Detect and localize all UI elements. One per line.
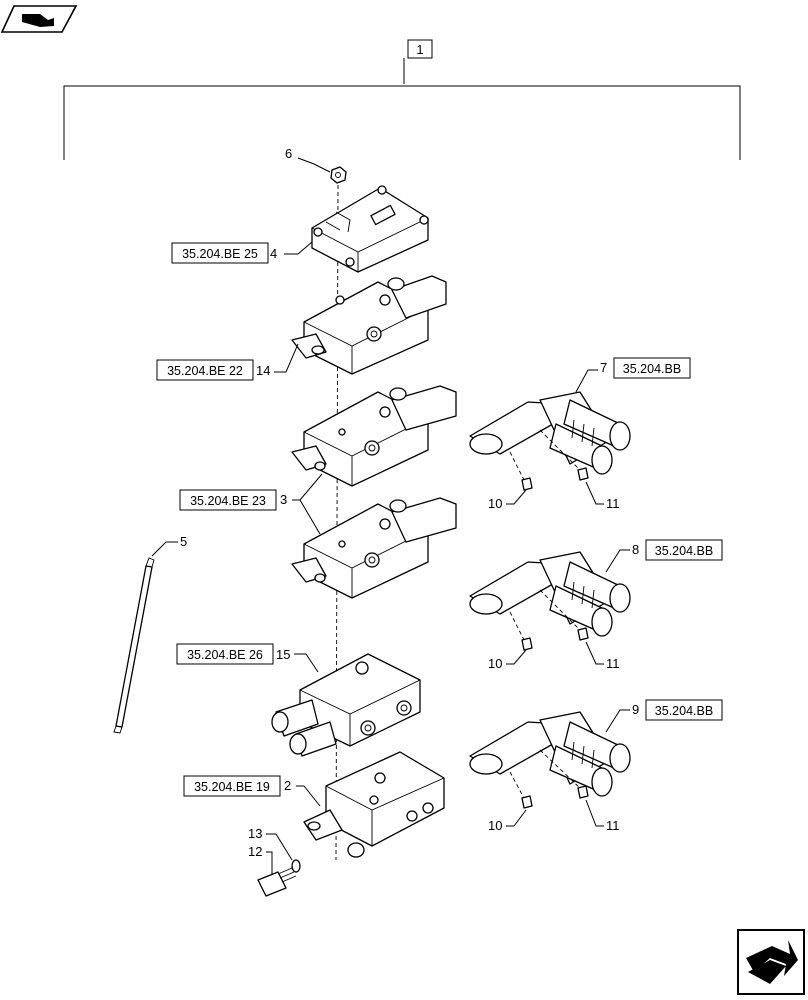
svg-text:7: 7 bbox=[600, 360, 607, 375]
callout-screws-8[interactable]: 10 11 bbox=[488, 641, 620, 671]
callout-screws-7[interactable]: 10 11 bbox=[488, 481, 620, 511]
svg-text:5: 5 bbox=[180, 534, 187, 549]
svg-text:10: 10 bbox=[488, 656, 502, 671]
coupler-assembly-9 bbox=[469, 711, 631, 797]
svg-text:14: 14 bbox=[256, 363, 270, 378]
next-page-icon[interactable] bbox=[737, 929, 805, 995]
assembly-axis bbox=[335, 184, 339, 861]
valve-section-15 bbox=[271, 653, 421, 757]
callout-9[interactable]: 9 35.204.BB bbox=[605, 699, 723, 733]
end-cover-part bbox=[311, 185, 429, 273]
callout-12[interactable]: 12 bbox=[248, 844, 273, 874]
svg-text:13: 13 bbox=[248, 826, 262, 841]
svg-text:11: 11 bbox=[606, 656, 620, 671]
valve-section-3b bbox=[291, 497, 457, 599]
screws-group-8 bbox=[509, 589, 589, 651]
svg-text:35.204.BE 19: 35.204.BE 19 bbox=[194, 780, 270, 794]
svg-text:3: 3 bbox=[280, 492, 287, 507]
svg-text:15: 15 bbox=[276, 647, 290, 662]
callout-4[interactable]: 35.204.BE 25 4 bbox=[171, 241, 313, 264]
svg-text:35.204.BE 23: 35.204.BE 23 bbox=[190, 494, 266, 508]
svg-text:8: 8 bbox=[632, 542, 639, 557]
svg-text:2: 2 bbox=[284, 778, 291, 793]
nut-part bbox=[330, 166, 347, 184]
o-ring-part bbox=[291, 859, 301, 873]
coupler-assembly-7 bbox=[469, 391, 631, 475]
tie-rod-part bbox=[113, 557, 155, 734]
svg-text:35.204.BE 25: 35.204.BE 25 bbox=[182, 247, 258, 261]
svg-text:35.204.BE 22: 35.204.BE 22 bbox=[167, 364, 243, 378]
svg-text:4: 4 bbox=[270, 246, 277, 261]
callout-2[interactable]: 35.204.BE 19 2 bbox=[183, 775, 321, 807]
svg-text:10: 10 bbox=[488, 818, 502, 833]
svg-text:35.204.BB: 35.204.BB bbox=[655, 544, 713, 558]
callout-6[interactable]: 6 bbox=[285, 146, 331, 173]
callout-screws-9[interactable]: 10 11 bbox=[488, 799, 620, 833]
svg-text:9: 9 bbox=[632, 702, 639, 717]
callout-14[interactable]: 35.204.BE 22 14 bbox=[156, 343, 299, 381]
svg-text:12: 12 bbox=[248, 844, 262, 859]
svg-text:35.204.BB: 35.204.BB bbox=[623, 362, 681, 376]
plug-part bbox=[257, 867, 297, 897]
callout-8[interactable]: 8 35.204.BB bbox=[605, 539, 723, 573]
callout-7[interactable]: 7 35.204.BB bbox=[575, 357, 691, 393]
valve-section-3a bbox=[291, 385, 457, 487]
callout-5[interactable]: 5 bbox=[151, 534, 187, 557]
view-icon[interactable] bbox=[0, 5, 78, 33]
svg-text:11: 11 bbox=[606, 496, 620, 511]
valve-section-14 bbox=[291, 275, 447, 375]
svg-text:35.204.BE 26: 35.204.BE 26 bbox=[187, 648, 263, 662]
svg-text:11: 11 bbox=[606, 818, 620, 833]
assembly-bracket: 1 bbox=[63, 39, 741, 160]
coupler-assembly-8 bbox=[469, 551, 631, 637]
svg-text:10: 10 bbox=[488, 496, 502, 511]
valve-section-2 bbox=[303, 751, 445, 858]
svg-text:35.204.BB: 35.204.BB bbox=[655, 704, 713, 718]
callout-13[interactable]: 13 bbox=[248, 826, 293, 861]
screws-group-7 bbox=[509, 429, 589, 491]
svg-text:6: 6 bbox=[285, 146, 292, 161]
callout-15[interactable]: 35.204.BE 26 15 bbox=[176, 643, 319, 673]
assembly-item-number: 1 bbox=[416, 42, 423, 57]
screws-group-9 bbox=[509, 749, 589, 809]
callout-3[interactable]: 35.204.BE 23 3 bbox=[179, 473, 323, 535]
